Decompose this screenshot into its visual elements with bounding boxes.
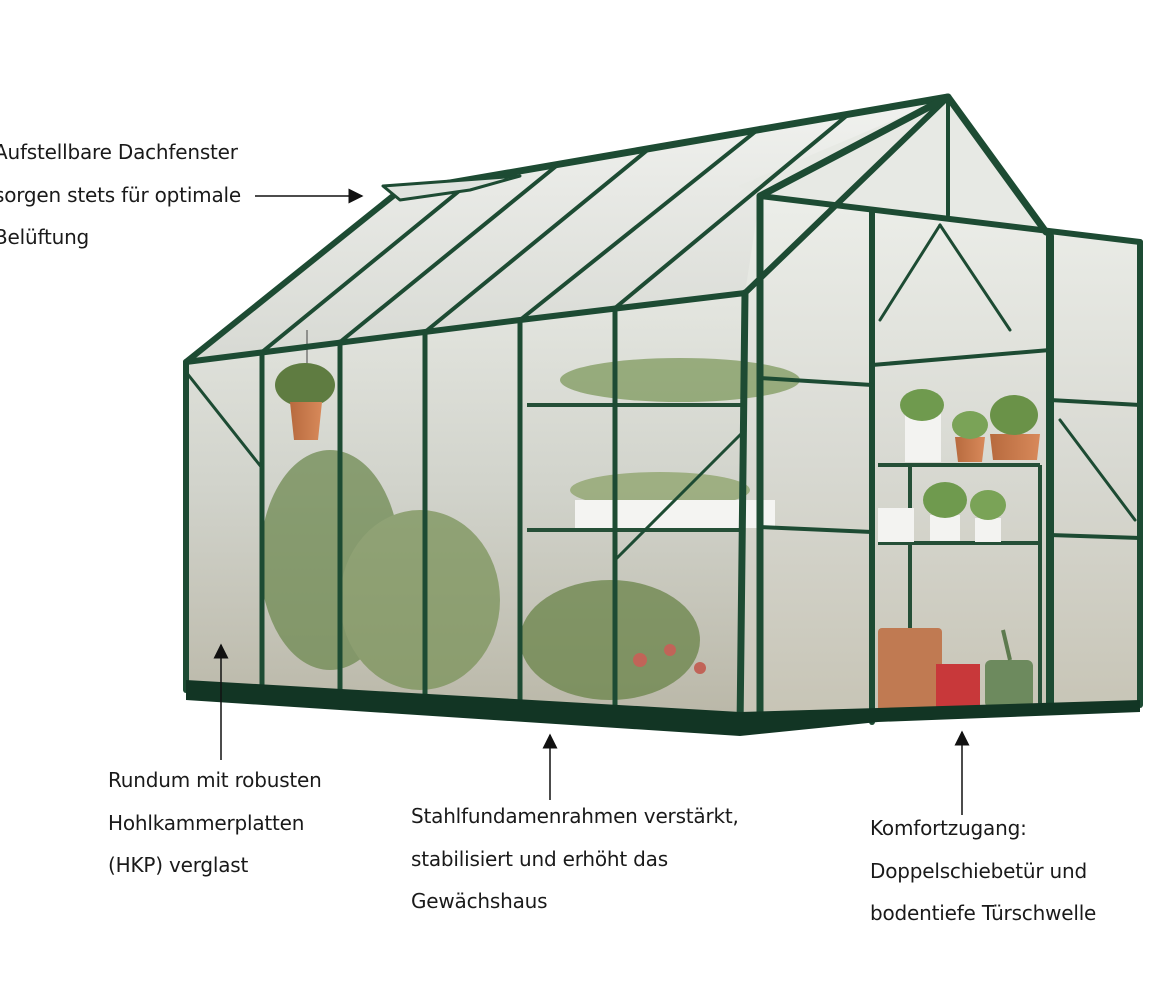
callout-line: Rundum mit robusten (108, 768, 322, 792)
door-plants (878, 389, 1040, 542)
callout-line: bodentiefe Türschwelle (870, 901, 1097, 925)
callout-line: Komfortzugang: (870, 816, 1027, 840)
callout-panels: Rundum mit robusten Hohlkammerplatten (H… (108, 759, 322, 887)
callout-line: Gewächshaus (411, 889, 548, 913)
callout-roof-vent: Aufstellbare Dachfenster sorgen stets fü… (0, 131, 241, 259)
callout-line: (HKP) verglast (108, 853, 249, 877)
callout-line: Doppelschiebetür und (870, 858, 1087, 883)
greenhouse-frame (183, 93, 1143, 732)
hanging-planter (275, 330, 335, 440)
callout-line: sorgen stets für optimale (0, 182, 241, 207)
foundation-side (186, 680, 740, 736)
interior-shelves (527, 403, 1042, 715)
callout-line: Hohlkammerplatten (108, 810, 305, 835)
callout-line: stabilisiert und erhöht das (411, 846, 668, 871)
callout-door: Komfortzugang: Doppelschiebetür und bode… (870, 807, 1096, 935)
callout-foundation: Stahlfundamenrahmen verstärkt, stabilisi… (411, 795, 739, 923)
foundation-front (740, 700, 1140, 736)
callout-line: Stahlfundamenrahmen verstärkt, (411, 804, 739, 828)
roof-left-plane (186, 97, 948, 362)
callout-line: Aufstellbare Dachfenster (0, 140, 238, 164)
callout-line: Belüftung (0, 225, 90, 249)
